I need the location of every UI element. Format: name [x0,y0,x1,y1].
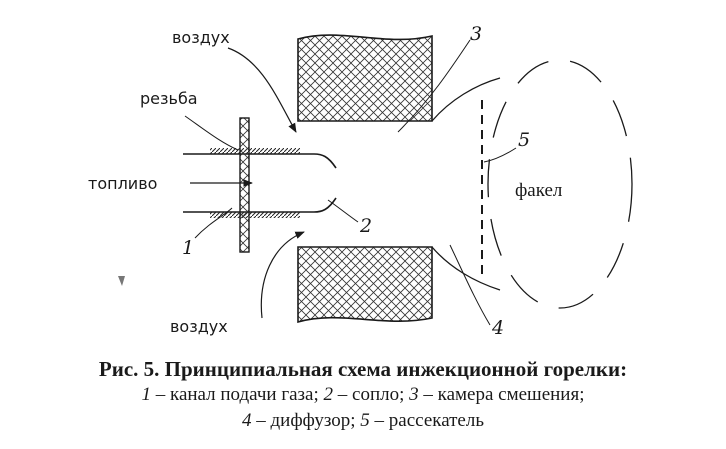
air-arrow-top [227,47,297,133]
caption-legend-line-2: 1 – канал подачи газа; 2 – сопло; 3 – ка… [0,384,726,406]
diffuser [431,77,501,291]
caption-text-4: – диффузор; [251,410,361,431]
caption-title: Рис. 5. Принципиальная схема инжекционно… [98,357,628,381]
caption-text-3: – камера смешения; [418,384,585,405]
caption-num-4: 4 [241,410,252,431]
flame-outline [487,59,633,309]
thread-hatch-bottom [210,212,300,218]
air-arrow-bottom [260,231,305,319]
caption-num-3: 3 [409,384,419,405]
caption-legend-line-3: 4 – диффузор; 5 – рассекатель [0,410,726,432]
caption-num-2: 2 [323,384,334,405]
label-num-2: 2 [359,215,372,237]
flange-nut [239,117,250,253]
label-num-5: 5 [518,129,530,151]
caption-text-1: – канал подачи газа; [151,384,324,405]
label-num-3: 3 [470,23,482,45]
stray-mark [118,276,125,286]
caption-text-5: – рассекатель [369,410,485,431]
label-air-top: воздух [172,28,230,47]
mixing-chamber-bottom-block [297,246,433,324]
caption-num-1: 1 [141,384,152,405]
caption-text-2: – сопло; [333,384,410,405]
label-thread: резьба [140,89,198,108]
thread-hatch-top [210,148,300,154]
caption-num-5: 5 [360,410,370,431]
label-fuel: топливо [88,174,157,193]
label-num-1: 1 [182,237,194,259]
leader-lines [184,39,517,326]
label-flame: факел [515,180,563,201]
fuel-channel-pipe [183,153,337,213]
mixing-chamber-top-block [297,34,433,122]
label-air-bottom: воздух [170,317,228,336]
label-num-4: 4 [491,317,504,339]
